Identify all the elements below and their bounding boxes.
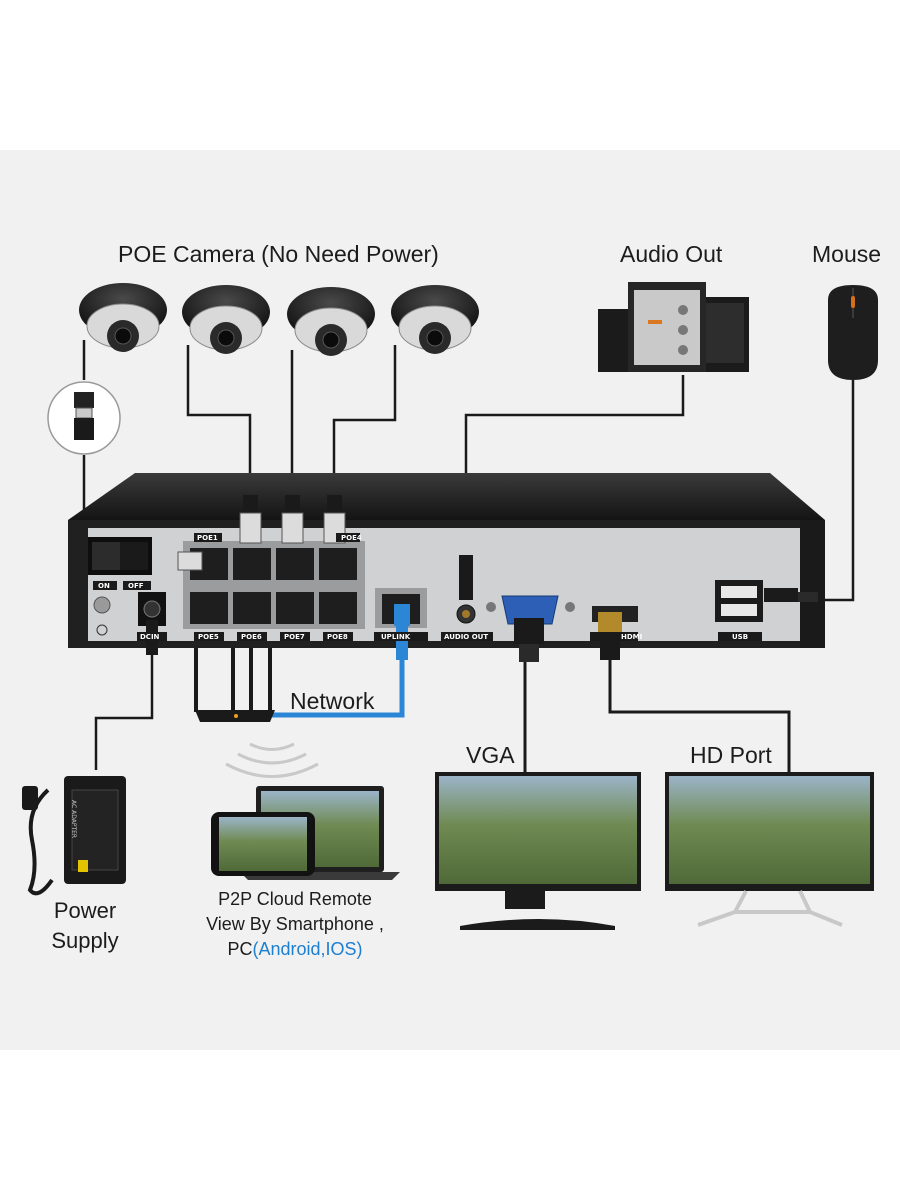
vga-port	[486, 595, 575, 662]
mouse-icon	[828, 285, 878, 380]
port-label-uplink: UPLINK	[381, 633, 411, 641]
poe6-port	[233, 592, 271, 624]
network-label: Network	[290, 688, 375, 714]
poe3-port	[276, 548, 314, 580]
router-icon	[194, 648, 275, 722]
network-cable	[272, 660, 405, 718]
port-label-poe5: POE5	[198, 633, 219, 641]
power-supply-line-2: Supply	[51, 928, 119, 953]
hd-monitor	[665, 772, 874, 927]
dome-camera-4	[391, 285, 479, 354]
smartphone-icon	[211, 812, 315, 876]
port-label-dcin: DCIN	[140, 633, 160, 641]
hdmi-port	[592, 606, 638, 660]
uplink-port	[375, 588, 427, 660]
vga-monitor	[435, 772, 641, 930]
port-label-on: ON	[98, 582, 110, 590]
p2p-line-3-prefix: PC	[227, 939, 253, 959]
p2p-line-2: View By Smartphone ,	[206, 914, 384, 934]
port-label-poe6: POE6	[241, 633, 262, 641]
poe7-port	[276, 592, 314, 624]
audio-out-label: Audio Out	[620, 241, 723, 267]
dome-camera-3	[287, 287, 375, 356]
port-label-poe7: POE7	[284, 633, 305, 641]
poe5-port	[190, 592, 228, 624]
port-label-poe1: POE1	[197, 534, 218, 542]
poe4-port	[319, 548, 357, 580]
mouse-cable	[818, 380, 855, 602]
poe-camera-label: POE Camera (No Need Power)	[118, 241, 439, 267]
audio-out-jack	[456, 555, 476, 624]
p2p-line-1: P2P Cloud Remote	[218, 889, 372, 909]
power-switch	[88, 537, 152, 575]
port-label-poe4: POE4	[341, 534, 362, 542]
port-label-off: OFF	[128, 582, 144, 590]
hd-port-label: HD Port	[690, 742, 772, 768]
adapter-label: AC ADAPTER	[70, 800, 77, 838]
p2p-line-3-platforms: (Android,IOS)	[252, 939, 363, 959]
power-supply-line-1: Power	[53, 898, 117, 923]
usb-ports	[715, 580, 818, 622]
port-label-usb: USB	[732, 633, 748, 641]
mouse-label: Mouse	[812, 241, 882, 267]
port-label-poe8: POE8	[327, 633, 348, 641]
power-cable	[94, 655, 154, 770]
poe-port-block	[183, 541, 365, 629]
power-adapter-icon: AC ADAPTER	[22, 776, 126, 896]
port-label-hdmi: HDMI	[621, 633, 642, 641]
poe2-port	[233, 548, 271, 580]
rj45-connector-magnifier	[47, 381, 121, 455]
p2p-caption: P2P Cloud Remote View By Smartphone , PC…	[190, 887, 400, 962]
vga-label: VGA	[466, 742, 515, 768]
hdmi-cable	[608, 660, 791, 772]
p2p-line-3: PC(Android,IOS)	[190, 937, 400, 962]
speakers-icon	[598, 282, 749, 372]
wifi-signal-icon	[225, 742, 319, 778]
power-supply-label: Power Supply	[30, 896, 140, 956]
port-label-audio-out: AUDIO OUT	[444, 633, 488, 641]
ground-screw-icon	[93, 596, 111, 636]
panel-port-labels: POE1 POE4 POE5 POE6 POE7 POE8 ON OFF DCI…	[93, 533, 762, 641]
dome-camera-1	[79, 283, 167, 352]
poe8-port	[319, 592, 357, 624]
rj45-plugs	[177, 495, 346, 571]
dome-camera-2	[182, 285, 270, 354]
